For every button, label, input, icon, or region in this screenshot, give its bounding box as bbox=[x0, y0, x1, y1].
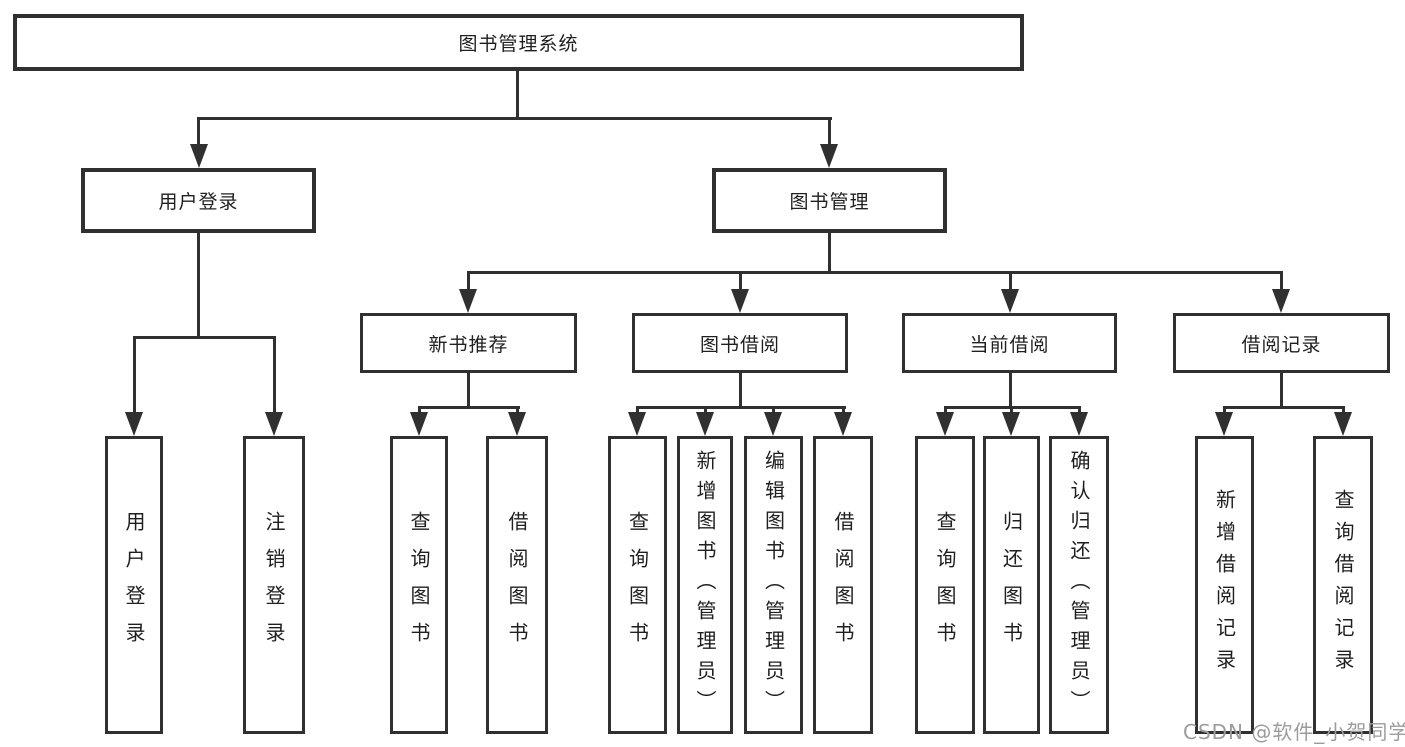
connector-line bbox=[418, 406, 421, 416]
connector-line bbox=[1009, 271, 1012, 293]
connector-line bbox=[273, 336, 276, 414]
connector-line bbox=[828, 117, 831, 147]
connector-line bbox=[467, 271, 470, 293]
leaf-add-books-admin-label: 新增图书（管理员） bbox=[693, 450, 717, 720]
arrow-down-icon bbox=[1002, 412, 1020, 436]
leaf-confirm-return-admin-label: 确认归还（管理员） bbox=[1067, 450, 1091, 720]
arrow-down-icon bbox=[764, 412, 782, 436]
leaf-borrow-books-label: 借阅图书 bbox=[831, 511, 855, 659]
leaf-return-books: 归还图书 bbox=[983, 436, 1040, 734]
leaf-return-books-label: 归还图书 bbox=[999, 511, 1024, 659]
leaf-logout: 注销登录 bbox=[243, 436, 305, 734]
connector-line bbox=[133, 336, 136, 414]
arrow-down-icon bbox=[820, 144, 838, 168]
connector-line bbox=[636, 406, 639, 416]
arrow-down-icon bbox=[410, 412, 428, 436]
leaf-query-books-recommend-label: 查询图书 bbox=[407, 511, 431, 659]
leaf-add-borrow-record-label: 新增借阅记录 bbox=[1212, 489, 1237, 681]
leaf-query-books-current-label: 查询图书 bbox=[933, 511, 957, 659]
leaf-borrow-books-recommend: 借阅图书 bbox=[486, 436, 548, 734]
connector-line bbox=[1280, 271, 1283, 293]
connector-line bbox=[944, 406, 947, 416]
leaf-edit-books-admin-label: 编辑图书（管理员） bbox=[761, 450, 786, 720]
connector-line bbox=[1280, 373, 1283, 409]
connector-line bbox=[1009, 373, 1012, 409]
arrow-down-icon bbox=[508, 412, 526, 436]
node-book-borrow: 图书借阅 bbox=[632, 313, 848, 373]
leaf-borrow-books-recommend-label: 借阅图书 bbox=[505, 511, 529, 659]
node-current-borrow: 当前借阅 bbox=[902, 313, 1117, 373]
connector-line bbox=[516, 69, 519, 119]
arrow-down-icon bbox=[459, 289, 477, 313]
connector-line bbox=[1078, 406, 1081, 416]
arrow-down-icon bbox=[696, 412, 714, 436]
leaf-user-login: 用户登录 bbox=[105, 436, 163, 734]
connector-line bbox=[1223, 406, 1226, 416]
node-book-management: 图书管理 bbox=[712, 168, 947, 233]
arrow-down-icon bbox=[265, 412, 283, 436]
connector-line bbox=[828, 233, 831, 274]
leaf-query-books-borrow-label: 查询图书 bbox=[625, 511, 650, 659]
arrow-down-icon bbox=[834, 412, 852, 436]
arrow-down-icon bbox=[1334, 412, 1352, 436]
connector-line bbox=[467, 271, 1283, 274]
arrow-down-icon bbox=[1215, 412, 1233, 436]
leaf-user-login-label: 用户登录 bbox=[122, 511, 146, 659]
connector-line bbox=[516, 406, 519, 416]
node-user-login-label: 用户登录 bbox=[158, 191, 239, 213]
leaf-add-books-admin: 新增图书（管理员） bbox=[677, 436, 733, 734]
leaf-query-borrow-record: 查询借阅记录 bbox=[1313, 436, 1373, 734]
leaf-logout-label: 注销登录 bbox=[262, 511, 286, 659]
leaf-query-borrow-record-label: 查询借阅记录 bbox=[1331, 489, 1355, 681]
leaf-confirm-return-admin: 确认归还（管理员） bbox=[1049, 436, 1109, 734]
connector-line bbox=[739, 271, 742, 293]
arrow-down-icon bbox=[190, 144, 208, 168]
node-book-borrow-label: 图书借阅 bbox=[699, 333, 780, 356]
connector-line bbox=[197, 117, 200, 147]
leaf-borrow-books: 借阅图书 bbox=[813, 436, 873, 734]
connector-line bbox=[1342, 406, 1345, 416]
leaf-query-books-borrow: 查询图书 bbox=[608, 436, 667, 734]
connector-line bbox=[418, 406, 520, 409]
leaf-edit-books-admin: 编辑图书（管理员） bbox=[744, 436, 803, 734]
arrow-down-icon bbox=[731, 289, 749, 313]
connector-line bbox=[1010, 406, 1013, 416]
leaf-add-borrow-record: 新增借阅记录 bbox=[1195, 436, 1254, 734]
arrow-down-icon bbox=[1070, 412, 1088, 436]
connector-line bbox=[197, 117, 832, 120]
leaf-query-books-recommend: 查询图书 bbox=[390, 436, 448, 734]
node-current-borrow-label: 当前借阅 bbox=[969, 333, 1050, 356]
arrow-down-icon bbox=[628, 412, 646, 436]
arrow-down-icon bbox=[125, 412, 143, 436]
connector-line bbox=[704, 406, 707, 416]
node-book-management-label: 图书管理 bbox=[789, 191, 870, 213]
arrow-down-icon bbox=[1001, 289, 1019, 313]
node-user-login: 用户登录 bbox=[81, 168, 316, 233]
node-new-book-recommend-label: 新书推荐 bbox=[428, 333, 509, 356]
arrow-down-icon bbox=[1272, 289, 1290, 313]
root-node-library-system: 图书管理系统 bbox=[13, 14, 1024, 71]
connector-line bbox=[133, 336, 276, 339]
watermark: CSDN @软件_小贺同学 bbox=[1183, 720, 1405, 744]
connector-line bbox=[772, 406, 775, 416]
node-borrow-records: 借阅记录 bbox=[1173, 313, 1390, 373]
connector-line bbox=[197, 233, 200, 338]
node-borrow-records-label: 借阅记录 bbox=[1241, 333, 1322, 356]
connector-line bbox=[842, 406, 845, 416]
connector-line bbox=[1223, 406, 1345, 409]
node-new-book-recommend: 新书推荐 bbox=[360, 313, 577, 373]
root-node-label: 图书管理系统 bbox=[458, 33, 579, 55]
connector-line bbox=[739, 373, 742, 409]
leaf-query-books-current: 查询图书 bbox=[915, 436, 975, 734]
connector-line bbox=[467, 373, 470, 409]
connector-line bbox=[636, 406, 846, 409]
arrow-down-icon bbox=[936, 412, 954, 436]
